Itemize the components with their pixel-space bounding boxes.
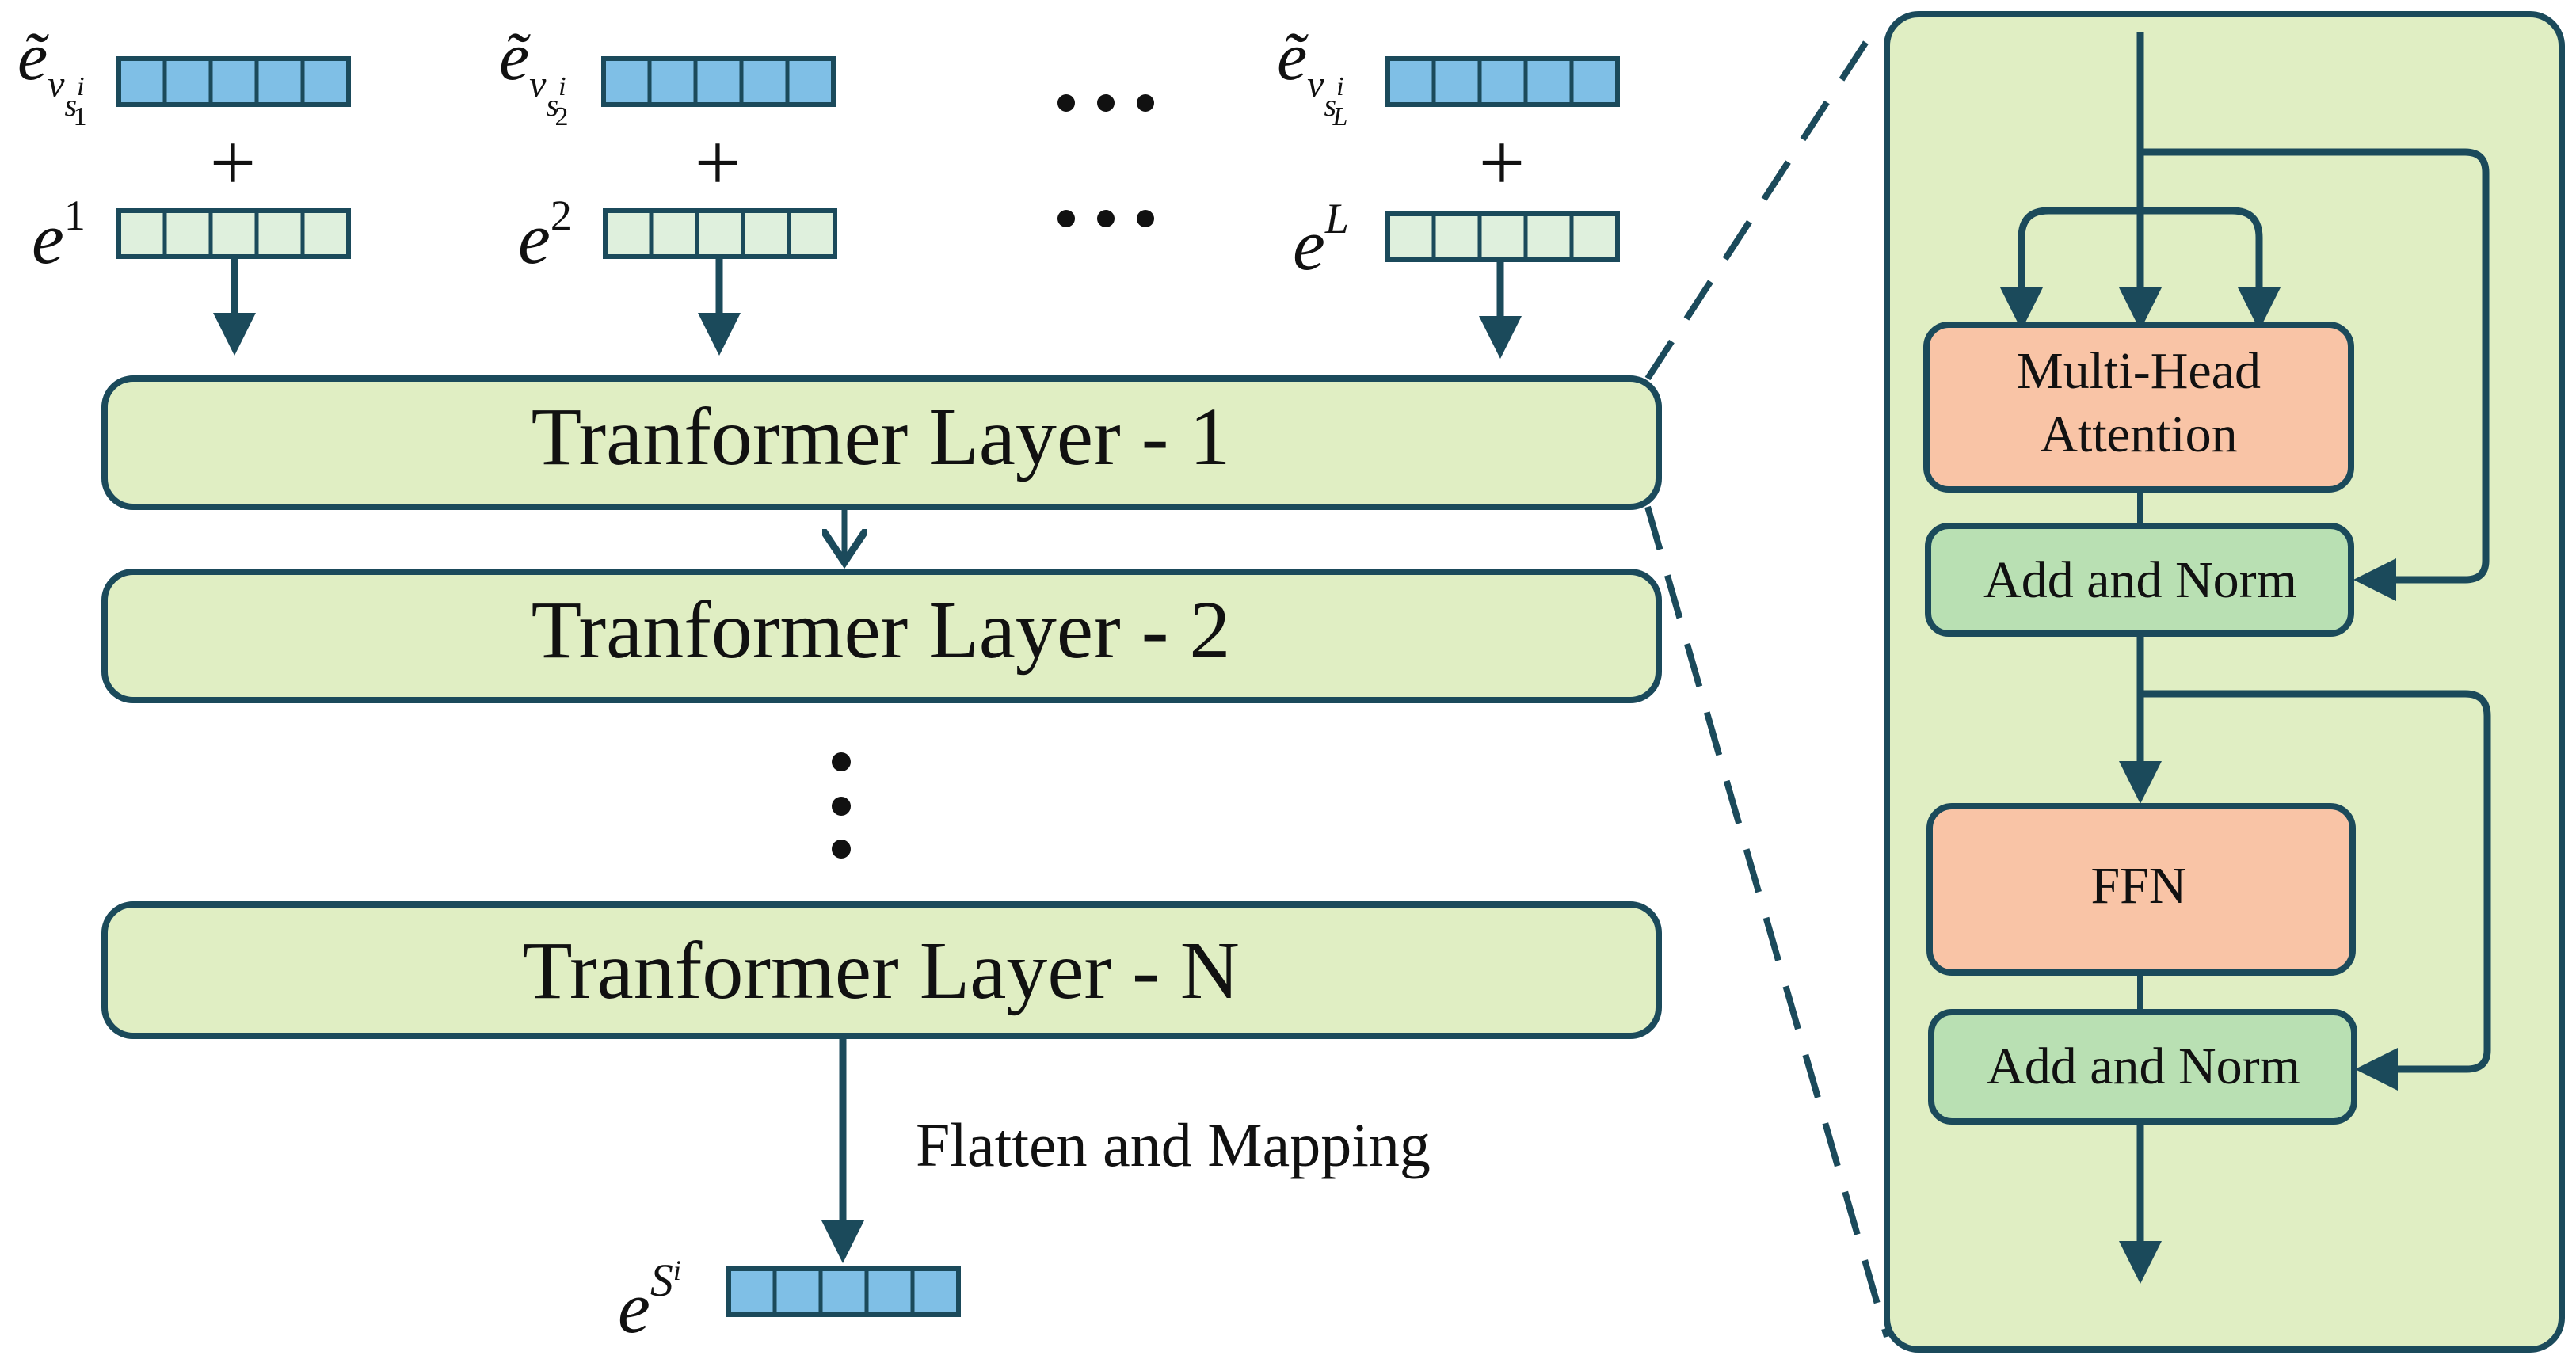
- add-norm-label-1: Add and Norm: [1983, 551, 2297, 609]
- vertical-ellipsis: [832, 752, 851, 859]
- plus-sign-L: +: [1479, 117, 1526, 208]
- layer-label-N: Tranformer Layer - N: [522, 925, 1240, 1016]
- position-embedding-vector-1: [116, 208, 351, 259]
- zoom-line-bottom: [1644, 505, 1890, 1338]
- residual-connection-2: [2140, 690, 2491, 1073]
- layer-label-1: Tranformer Layer - 1: [532, 391, 1231, 482]
- item-embedding-vector-L: [1385, 56, 1620, 107]
- ffn-label: FFN: [2090, 857, 2186, 915]
- position-embedding-symbol-2: e2: [518, 192, 572, 279]
- plus-sign-1: +: [210, 117, 257, 208]
- flatten-mapping-label: Flatten and Mapping: [916, 1110, 1431, 1179]
- residual-connection-1: [2140, 148, 2490, 584]
- position-embedding-vector-L: [1385, 211, 1620, 262]
- item-embedding-vector-2: [601, 56, 836, 107]
- plus-sign-2: +: [695, 117, 741, 208]
- add-norm-label-2: Add and Norm: [1987, 1037, 2300, 1095]
- attention-label-line2: Attention: [2040, 405, 2237, 463]
- output-embedding-vector: [726, 1266, 961, 1317]
- attention-split-connector: [2018, 207, 2263, 323]
- horizontal-ellipsis: [1057, 94, 1154, 227]
- transformer-layer-detail-panel: Multi-Head Attention Add and Norm FFN Ad…: [1884, 11, 2565, 1353]
- zoom-line-top: [1644, 20, 1882, 381]
- attention-label-line1: Multi-Head: [2017, 342, 2261, 400]
- position-embedding-symbol-1: e1: [32, 192, 86, 279]
- item-embedding-vector-1: [116, 56, 351, 107]
- output-embedding-symbol: eSi: [618, 1254, 681, 1348]
- transformer-layer-1: Tranformer Layer - 1: [101, 375, 1662, 510]
- position-embedding-vector-2: [603, 208, 837, 259]
- transformer-layer-N: Tranformer Layer - N: [101, 901, 1662, 1039]
- position-embedding-symbol-L: eL: [1293, 195, 1349, 285]
- layer-label-2: Tranformer Layer - 2: [532, 584, 1231, 676]
- transformer-layer-2: Tranformer Layer - 2: [101, 569, 1662, 703]
